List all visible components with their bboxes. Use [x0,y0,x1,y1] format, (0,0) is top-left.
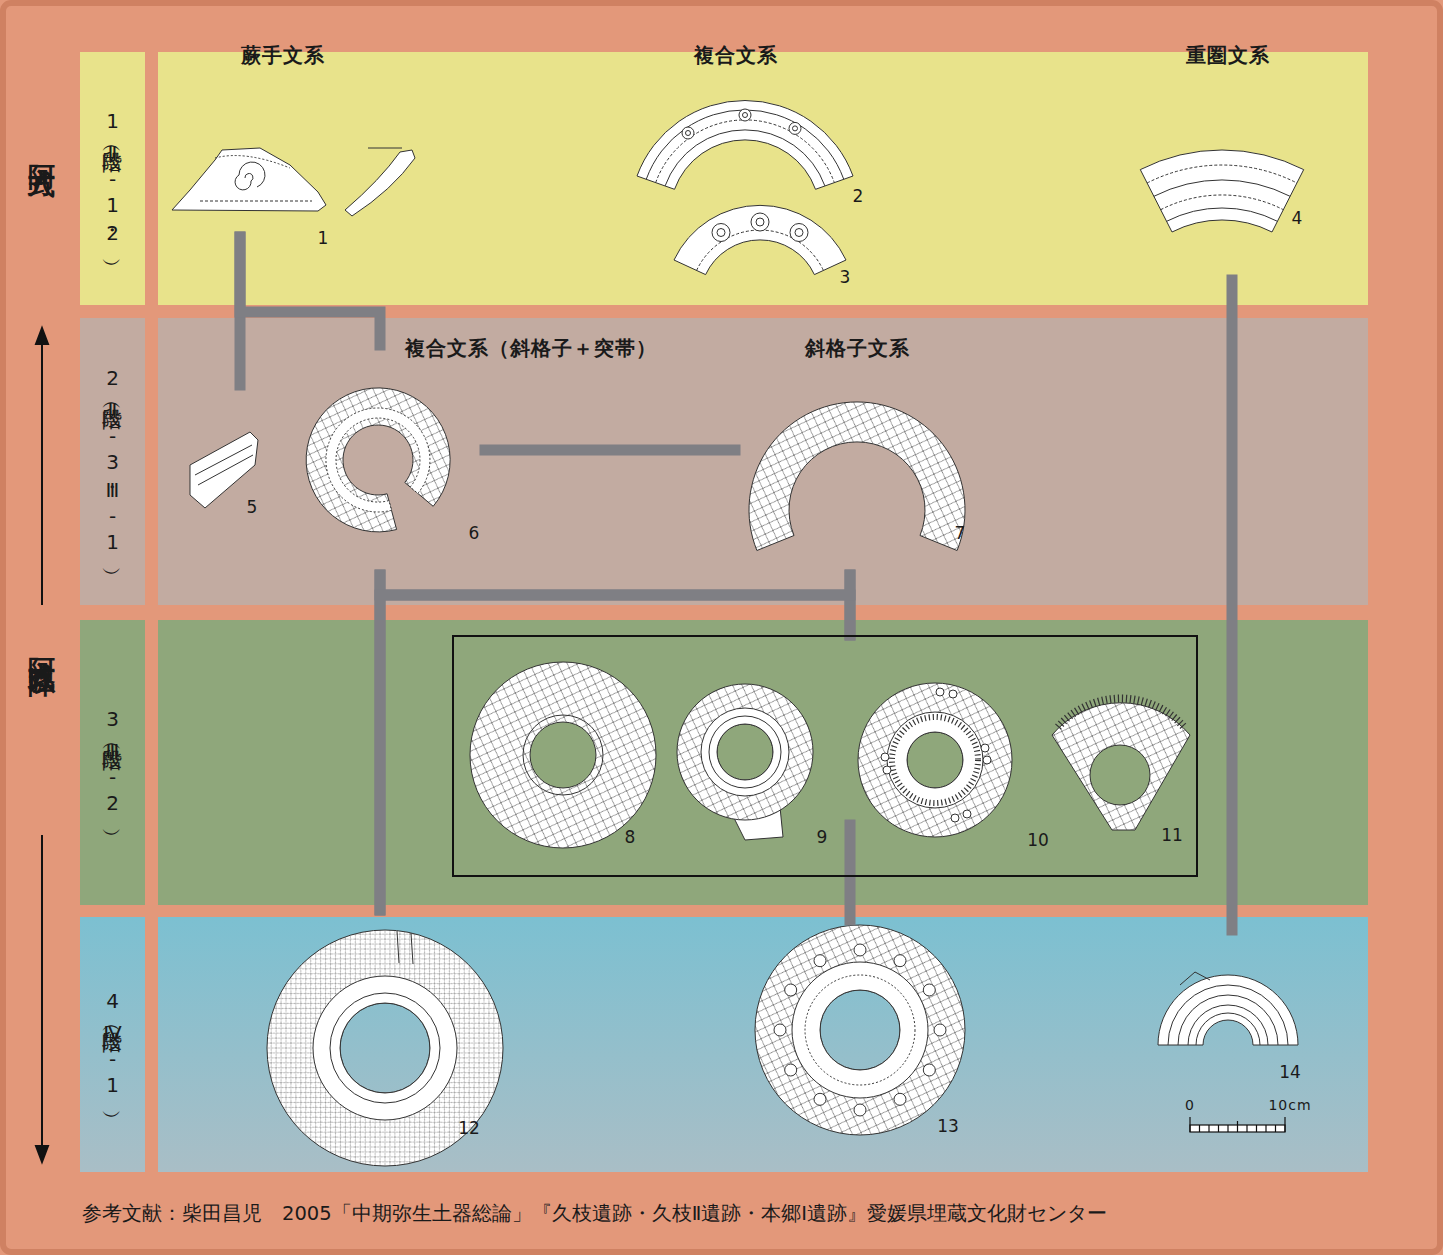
artifact-box: 2 [630,97,860,197]
column-header: 複合文系 [694,45,778,65]
period-arrow [36,328,48,1162]
connector [240,237,380,345]
connector [1227,280,1238,930]
column-header: 蕨手文系 [241,45,325,65]
connector [380,575,850,910]
callout-number: 2 [853,188,864,205]
artifact-box: 1 [170,145,415,237]
reference-caption: 参考文献：柴田昌児 2005「中期弥生土器総論」『久枝遺跡・久枝Ⅱ遺跡・本郷Ⅰ遺… [82,1200,1107,1227]
artifact-box: 4 [1140,150,1305,280]
artifact-box: 10 [858,680,1018,845]
callout-number: 9 [817,829,828,846]
artifact-box: 8 [465,660,660,850]
artifact-box: 14 [1155,930,1300,1080]
stage-band [158,620,1368,905]
scale-label: 10cm [1268,1098,1311,1112]
artifact-box: 5 [185,385,260,510]
era-label: 阿方式以降 [29,636,56,651]
stage-band [158,318,1368,605]
column-header: 複合文系（斜格子＋突帯） [405,338,657,358]
callout-number: 1 [318,230,329,247]
stage-band [158,52,1368,305]
connector [485,445,735,456]
stage-cell: 1段階（Ⅱ-1・2） [80,52,145,305]
pottery-drawing [172,101,1304,1166]
artifact-box: 11 [1048,700,1193,835]
era-label: 阿方式 [29,143,56,152]
stage-cell: 4段階（Ⅳ-1） [80,917,145,1172]
callout-number: 10 [1027,832,1049,849]
callout-number: 7 [955,525,966,542]
stage-label: 2段階（Ⅱ-3・Ⅲ-1） [103,366,123,558]
connector [845,825,856,920]
stage-label: 1段階（Ⅱ-1・2） [103,109,123,249]
stage-cell: 2段階（Ⅱ-3・Ⅲ-1） [80,318,145,605]
artifact-box: 6 [300,345,485,575]
stage-label: 3段階（Ⅲ-2） [103,707,123,819]
artifact-box: 12 [265,910,505,1140]
column-header: 斜格子文系 [805,338,910,358]
outer-frame [3,3,1440,1252]
callout-number: 11 [1161,827,1183,844]
column-header: 重圏文系 [1186,45,1270,65]
callout-number: 14 [1279,1064,1301,1081]
artifact-box: 13 [755,920,965,1140]
callout-number: 12 [458,1120,480,1137]
stage-band [158,917,1368,1172]
scale-bar [1190,1117,1285,1132]
scale-label: 0 [1185,1098,1195,1112]
callout-number: 8 [625,829,636,846]
artifact-box: 3 [668,200,853,285]
connector [380,575,850,635]
artifact-box: 9 [675,680,855,825]
stage-label: 4段階（Ⅳ-1） [103,989,123,1101]
callout-number: 13 [937,1118,959,1135]
artifact-box: 7 [735,395,965,575]
stage-cell: 3段階（Ⅲ-2） [80,620,145,905]
group-frame: 891011 [452,635,1198,877]
callout-number: 3 [840,269,851,286]
callout-number: 5 [247,499,258,516]
callout-number: 6 [469,525,480,542]
callout-number: 4 [1292,210,1303,227]
